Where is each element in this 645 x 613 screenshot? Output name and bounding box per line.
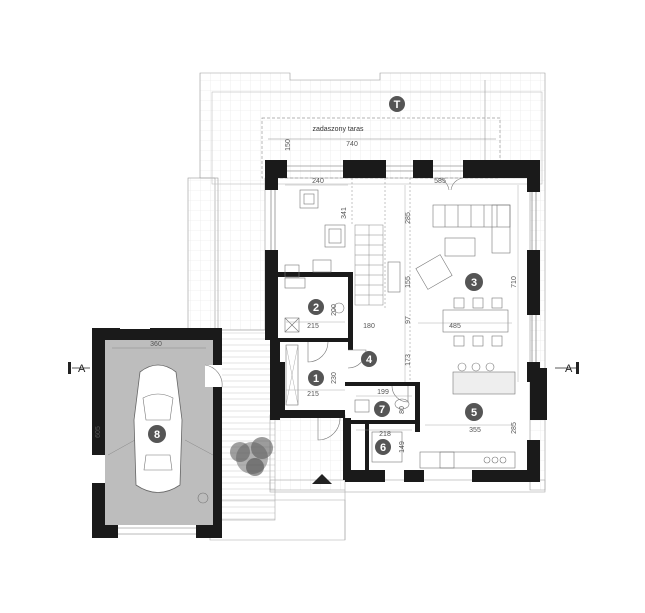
room-badge-1: 1 <box>308 370 324 386</box>
terrace-label: zadaszony taras <box>313 126 364 133</box>
dim-garage-depth: 605 <box>95 426 102 438</box>
room-number-1: 1 <box>313 373 319 385</box>
room-number-5: 5 <box>471 407 477 419</box>
entrance-arrow-icon <box>312 474 332 484</box>
dim-room2-depth: 200 <box>331 304 338 316</box>
section-marker-right: A <box>555 362 579 375</box>
room-number-6: 6 <box>380 442 386 454</box>
entrance-paving <box>209 329 546 541</box>
dim-garage-width: 360 <box>150 341 162 348</box>
garage <box>92 327 223 538</box>
windows <box>270 165 537 362</box>
terrace-marker: T <box>389 96 405 112</box>
room-number-2: 2 <box>313 302 319 314</box>
dim-living-low: 97 <box>405 316 412 324</box>
dim-living-710: 710 <box>511 276 518 288</box>
dim-room1-depth: 230 <box>331 372 338 384</box>
hedge-shrub <box>230 437 273 476</box>
living-furniture <box>387 204 511 347</box>
section-label-left: A <box>78 363 86 375</box>
dim-room7-width: 199 <box>377 389 389 396</box>
dim-room6-width: 218 <box>379 431 391 438</box>
room-number-3: 3 <box>471 277 477 289</box>
dim-hall-173: 173 <box>405 354 412 366</box>
room-badge-3: 3 <box>465 273 483 291</box>
dim-room6-depth: 149 <box>399 441 406 453</box>
dimension-lines <box>285 184 519 431</box>
dim-stair-depth: 285 <box>405 212 412 224</box>
dim-terrace-depth: 150 <box>285 139 292 151</box>
terrace-marker-text: T <box>394 99 401 111</box>
room-number-8: 8 <box>154 429 160 441</box>
dim-living-mid: 155 <box>405 276 412 288</box>
staircase <box>351 178 411 382</box>
section-label-right: A <box>565 363 573 375</box>
room-badge-2: 2 <box>308 299 324 315</box>
dim-room2-width: 215 <box>307 323 319 330</box>
dim-room-tl-depth: 341 <box>341 207 348 219</box>
kitchen-furniture <box>419 362 516 469</box>
room-badge-7: 7 <box>374 401 390 417</box>
office-furniture <box>299 189 346 248</box>
house-walls <box>265 160 547 482</box>
bathroom-fixtures <box>354 398 410 463</box>
room-number-7: 7 <box>379 404 385 416</box>
room-badge-4: 4 <box>361 351 377 367</box>
dim-room-tl-width: 240 <box>312 178 324 185</box>
dim-kitchen-depth: 285 <box>511 422 518 434</box>
dim-room7-depth: 80 <box>399 406 406 414</box>
dim-terrace-width: 740 <box>346 141 358 148</box>
dim-kitchen-width: 355 <box>469 427 481 434</box>
dim-room1-width: 215 <box>307 391 319 398</box>
laundry-fixtures <box>284 259 345 333</box>
dim-window-top: 585 <box>434 178 446 185</box>
dim-hall-180: 180 <box>363 323 375 330</box>
room-number-4: 4 <box>366 354 373 366</box>
room-badge-8: 8 <box>148 425 166 443</box>
room-badge-5: 5 <box>465 403 483 421</box>
dim-living-485: 485 <box>449 323 461 330</box>
room-badge-6: 6 <box>375 439 391 455</box>
section-marker-left: A <box>68 362 90 375</box>
